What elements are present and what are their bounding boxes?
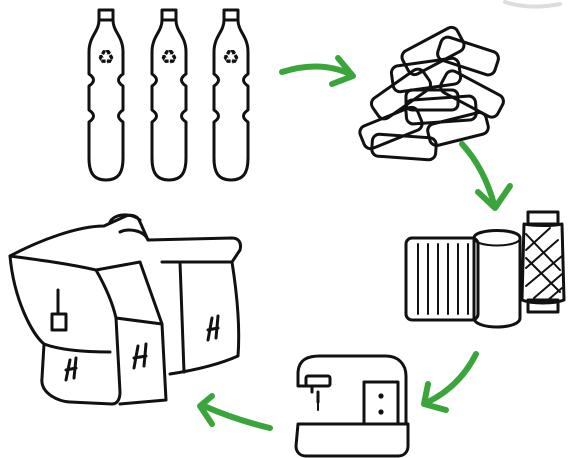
arrow-curve xyxy=(201,403,273,431)
process-arrow-2 xyxy=(459,141,513,211)
plastic-bottle-icon: ♻ xyxy=(150,8,188,182)
corner-shadow-decoration xyxy=(503,0,562,9)
arrow-head-icon xyxy=(197,393,215,427)
arrow-curve xyxy=(425,351,479,405)
plastic-bottle-icon: ♻ xyxy=(212,8,250,182)
recycle-symbol-icon: ♻ xyxy=(160,45,178,69)
plastic-bottle-icon: ♻ xyxy=(87,8,125,182)
machine-button xyxy=(378,393,384,399)
reflector-mark xyxy=(206,314,220,342)
recycle-symbol-icon: ♻ xyxy=(97,45,115,69)
arrow-head-icon xyxy=(475,183,513,211)
arrow-head-icon xyxy=(329,55,356,87)
process-arrow-3 xyxy=(421,351,479,413)
sewing-machine-icon xyxy=(294,354,410,458)
reflector-mark xyxy=(132,342,148,370)
arrow-head-icon xyxy=(421,381,449,413)
process-arrow-4 xyxy=(197,393,273,431)
pannier-bag-icon xyxy=(8,213,242,406)
recycle-symbol-icon: ♻ xyxy=(222,45,240,69)
fabric-roll-icon xyxy=(404,210,566,329)
plastic-bottles-group: ♻ ♻ ♻ xyxy=(87,8,250,182)
arrow-curve xyxy=(279,63,353,77)
reflector-mark xyxy=(64,356,78,382)
arrow-curve xyxy=(459,141,497,207)
machine-button xyxy=(378,409,384,415)
plastic-flakes-icon xyxy=(358,25,505,162)
process-arrow-1 xyxy=(279,55,356,87)
